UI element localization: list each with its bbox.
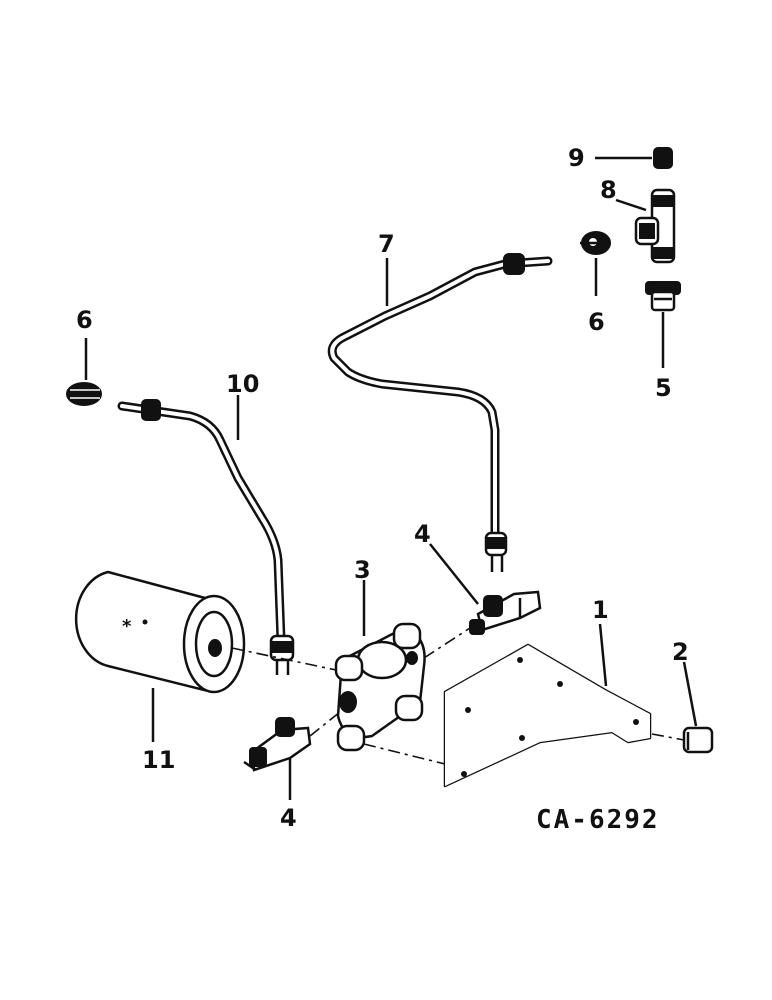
- filter-11: *: [74, 570, 246, 694]
- drawing-code: CA-6292: [536, 805, 660, 835]
- tube-7: [327, 253, 553, 572]
- assembly-lines: [231, 627, 685, 765]
- elbow-4-lower: [243, 717, 312, 772]
- bracket-1: [443, 643, 652, 788]
- fitting-6-right: [580, 231, 611, 255]
- callout-8: 8: [600, 176, 617, 204]
- callout-6-left: 6: [76, 306, 93, 334]
- plug-2: [682, 726, 714, 754]
- callout-10: 10: [226, 370, 259, 398]
- elbow-4-upper: [469, 590, 542, 635]
- plug-9: [653, 147, 673, 169]
- callout-7: 7: [378, 230, 395, 258]
- tube-10: [117, 399, 295, 675]
- fitting-6-left: [66, 382, 102, 406]
- callout-3: 3: [354, 556, 371, 584]
- callout-4-lower: 4: [280, 804, 297, 832]
- callout-2: 2: [672, 638, 689, 666]
- connector-5: [645, 281, 681, 312]
- callout-9: 9: [568, 144, 585, 172]
- leader-lines: [84, 156, 698, 800]
- callout-1: 1: [592, 596, 609, 624]
- svg-text:*: *: [122, 616, 132, 637]
- callout-11: 11: [142, 746, 175, 774]
- tee-8: [634, 188, 676, 264]
- callout-4-upper: 4: [414, 520, 431, 548]
- callout-5: 5: [655, 374, 672, 402]
- filter-base-3: [334, 622, 426, 752]
- callouts: 9 8 6 5 7 6 10 4 3 1 2 11 4: [76, 144, 689, 832]
- callout-6-right: 6: [588, 308, 605, 336]
